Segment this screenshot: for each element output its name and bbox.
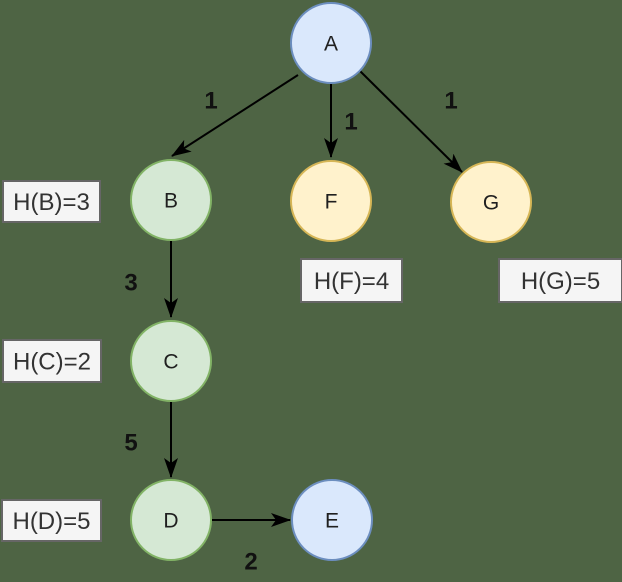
node-label-B: B	[164, 190, 178, 213]
heuristic-box-G	[498, 258, 622, 303]
heuristic-label-B: H(B)=3	[13, 189, 90, 216]
node-A	[290, 2, 372, 84]
heuristic-box-B	[2, 180, 101, 223]
node-label-C: C	[163, 351, 178, 374]
edge-A-G	[359, 70, 463, 173]
edge-weight-B-C: 3	[124, 270, 137, 297]
node-label-E: E	[325, 510, 339, 533]
heuristic-box-F	[300, 258, 403, 303]
edge-A-B	[171, 74, 299, 157]
node-label-G: G	[483, 192, 499, 215]
node-E	[291, 479, 373, 561]
node-G	[450, 161, 532, 243]
node-label-A: A	[324, 33, 338, 56]
edge-weight-C-D: 5	[124, 430, 137, 457]
heuristic-box-C	[2, 339, 102, 383]
edge-weight-A-G: 1	[444, 88, 457, 115]
node-label-D: D	[163, 510, 178, 533]
edge-weight-A-B: 1	[204, 88, 217, 115]
heuristic-label-G: H(G)=5	[521, 268, 600, 295]
node-B	[130, 159, 212, 241]
edge-weight-D-E: 2	[244, 549, 257, 576]
heuristic-label-D: H(D)=5	[12, 508, 90, 535]
heuristic-box-D	[1, 499, 102, 542]
heuristic-label-F: H(F)=4	[314, 268, 389, 295]
node-C	[130, 320, 212, 402]
edge-weight-A-F: 1	[344, 109, 357, 136]
node-F	[290, 160, 372, 242]
heuristic-label-C: H(C)=2	[13, 349, 91, 376]
node-label-F: F	[325, 191, 338, 214]
node-D	[130, 479, 212, 561]
